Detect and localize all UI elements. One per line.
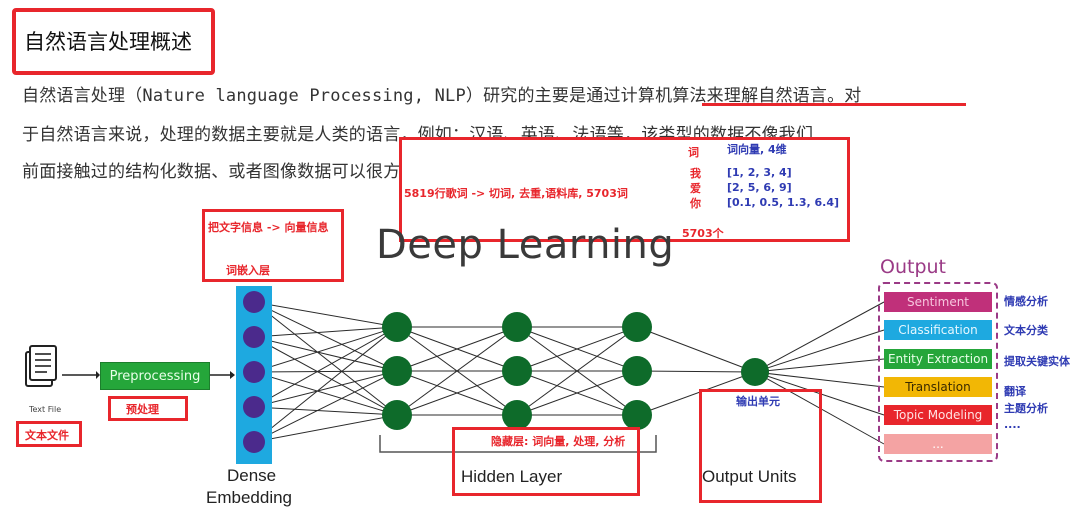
text-to-vector-note: 把文字信息 -> 向量信息 bbox=[208, 221, 329, 234]
hidden-node bbox=[382, 312, 412, 342]
output-item-5: ... bbox=[884, 434, 992, 454]
network-edge bbox=[754, 329, 885, 373]
output-zh-0: 情感分析 bbox=[1004, 295, 1048, 308]
hidden-node bbox=[502, 356, 532, 386]
output-title: Output bbox=[880, 256, 946, 278]
preprocessing-box: Preprocessing bbox=[100, 362, 210, 390]
output-zh-2: 提取关键实体 bbox=[1004, 355, 1070, 368]
page-title: 自然语言处理概述 bbox=[24, 30, 192, 54]
network-edge bbox=[516, 370, 638, 416]
dense-label-line2: Embedding bbox=[206, 488, 293, 507]
hidden-node bbox=[622, 312, 652, 342]
hidden-layer-note-box bbox=[452, 427, 640, 496]
network-nodes bbox=[243, 291, 769, 453]
network-edge bbox=[253, 326, 398, 408]
lyrics-note: 5819行歌词 -> 切词, 去重,语料库, 5703词 bbox=[404, 187, 628, 200]
hidden-node bbox=[382, 356, 412, 386]
text-file-label: Text File bbox=[29, 405, 62, 414]
network-edge bbox=[636, 326, 756, 373]
vector-ni: [0.1, 0.5, 1.3, 6.4] bbox=[727, 196, 840, 209]
hidden-node bbox=[622, 400, 652, 430]
network-edge bbox=[396, 370, 518, 416]
network-edge bbox=[253, 370, 398, 443]
hidden-layer-label: Hidden Layer bbox=[461, 467, 563, 486]
output-zh-4: 主题分析 bbox=[1004, 402, 1048, 415]
output-frame bbox=[878, 282, 998, 462]
hidden-layer-bracket bbox=[379, 435, 657, 453]
hidden-layer-note: 隐藏层: 词向量, 处理, 分析 bbox=[491, 435, 626, 448]
deep-learning-title: Deep Learning bbox=[376, 222, 675, 268]
network-edge bbox=[253, 326, 398, 443]
network-edge bbox=[253, 370, 398, 408]
text-file-note-box bbox=[16, 421, 82, 447]
network-edge bbox=[516, 326, 638, 416]
network-edge bbox=[636, 370, 756, 373]
output-unit-node bbox=[741, 358, 769, 386]
output-item-4: Topic Modeling bbox=[884, 405, 992, 425]
output-zh-5: .... bbox=[1004, 418, 1021, 431]
network-edge bbox=[253, 370, 398, 373]
preprocess-note-box bbox=[108, 396, 188, 421]
output-zh-1: 文本分类 bbox=[1004, 324, 1048, 337]
word-vector-label: 词向量, 4维 bbox=[727, 143, 787, 156]
embedding-node bbox=[243, 396, 265, 418]
network-edge bbox=[516, 326, 638, 372]
word-ai: 爱 bbox=[690, 182, 701, 195]
title-highlight-box bbox=[12, 8, 215, 75]
embedding-node bbox=[243, 326, 265, 348]
embedding-node bbox=[243, 291, 265, 313]
word-vector-box bbox=[399, 137, 850, 242]
output-zh-3: 翻译 bbox=[1004, 385, 1026, 398]
hidden-node bbox=[502, 400, 532, 430]
hidden-node bbox=[622, 356, 652, 386]
hidden-node bbox=[382, 400, 412, 430]
network-edge bbox=[253, 301, 398, 416]
output-item-3: Translation bbox=[884, 377, 992, 397]
network-edge bbox=[253, 371, 398, 416]
embedding-node bbox=[243, 431, 265, 453]
network-edge bbox=[754, 358, 885, 373]
embedding-layer-note: 词嵌入层 bbox=[226, 264, 270, 277]
output-item-2: Entity Extraction bbox=[884, 349, 992, 369]
dense-label-line1: Dense bbox=[227, 466, 277, 485]
network-edge bbox=[253, 406, 398, 416]
network-edge bbox=[253, 301, 398, 328]
network-edge bbox=[253, 336, 398, 372]
output-units-note-box bbox=[699, 389, 822, 503]
vector-wo: [1, 2, 3, 4] bbox=[727, 166, 792, 179]
embedding-note-box bbox=[202, 209, 344, 282]
word-label: 词 bbox=[688, 146, 699, 159]
output-units-label: Output Units bbox=[702, 467, 797, 486]
highlight-underline bbox=[702, 103, 966, 106]
network-edge bbox=[396, 326, 518, 372]
output-unit-note: 输出单元 bbox=[736, 395, 780, 408]
network-edge bbox=[754, 301, 885, 373]
count-note: 5703个 bbox=[682, 227, 724, 240]
output-item-0: Sentiment bbox=[884, 292, 992, 312]
word-wo: 我 bbox=[690, 167, 701, 180]
network-edge bbox=[253, 414, 398, 443]
embedding-node bbox=[243, 361, 265, 383]
network-edge bbox=[253, 326, 398, 338]
vector-ai: [2, 5, 6, 9] bbox=[727, 181, 792, 194]
network-edge bbox=[396, 326, 518, 416]
network-edge bbox=[754, 371, 885, 388]
hidden-node bbox=[502, 312, 532, 342]
network-edge bbox=[636, 371, 756, 416]
text-file-icon bbox=[25, 345, 57, 387]
output-item-1: Classification bbox=[884, 320, 992, 340]
network-edge bbox=[253, 301, 398, 372]
word-ni: 你 bbox=[690, 197, 701, 210]
network-edge bbox=[253, 326, 398, 373]
text-file-note: 文本文件 bbox=[25, 429, 69, 442]
network-edge bbox=[253, 336, 398, 416]
preprocess-note: 预处理 bbox=[126, 403, 159, 416]
paragraph-line-1: 自然语言处理（Nature language Processing, NLP）研… bbox=[22, 86, 862, 106]
